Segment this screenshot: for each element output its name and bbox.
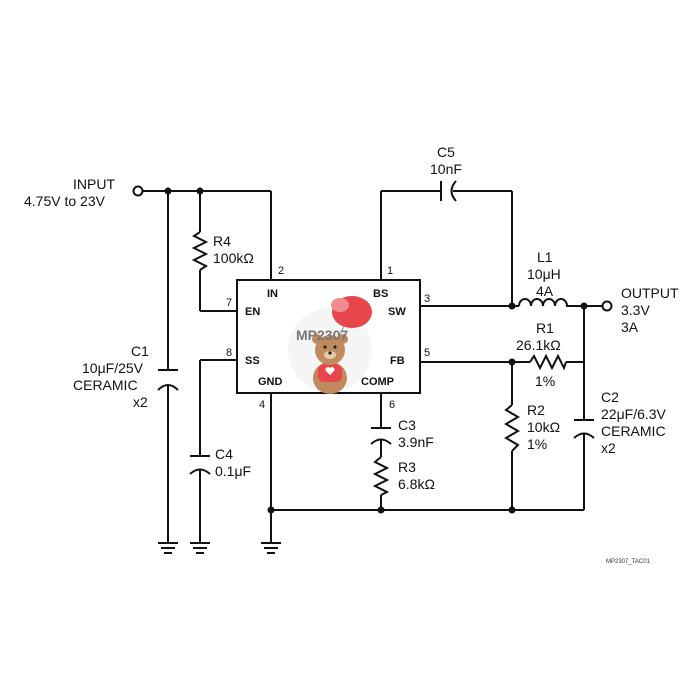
pin-name-gnd: GND <box>258 376 283 388</box>
pin-name-ss: SS <box>245 355 260 367</box>
c1-type: CERAMIC <box>73 377 138 393</box>
c1-name: C1 <box>131 343 149 359</box>
pin-name-comp: COMP <box>361 376 394 388</box>
ground-icon <box>190 542 210 554</box>
c5-capacitor-icon <box>440 180 457 202</box>
junctions <box>164 187 588 514</box>
ground-icon <box>158 542 178 554</box>
c1-value: 10μF/25V <box>82 360 144 376</box>
c2-value: 22μF/6.3V <box>601 406 667 422</box>
r1-name: R1 <box>536 320 554 336</box>
pin-num-fb: 5 <box>424 347 430 359</box>
c3-value: 3.9nF <box>398 434 434 450</box>
input-label: INPUT <box>73 176 115 192</box>
c3-capacitor-icon <box>370 427 392 445</box>
r4-value: 100kΩ <box>213 250 254 266</box>
c4-value: 0.1μF <box>215 463 251 479</box>
chip-name: MP2307 <box>296 327 348 343</box>
wires <box>142 190 603 543</box>
c5-value: 10nF <box>430 161 462 177</box>
pin-num-in: 2 <box>278 265 284 277</box>
output-label: OUTPUT <box>621 285 679 301</box>
pin-num-ss: 8 <box>226 347 232 359</box>
output-current: 3A <box>621 319 639 335</box>
pin-num-sw: 3 <box>424 293 430 305</box>
pin-num-bs: 1 <box>387 265 393 277</box>
pin-num-gnd: 4 <box>259 399 265 411</box>
r2-tol: 1% <box>527 436 547 452</box>
r3-name: R3 <box>398 459 416 475</box>
r3-value: 6.8kΩ <box>398 476 435 492</box>
pin-name-in: IN <box>267 288 278 300</box>
c1-qty: x2 <box>133 394 148 410</box>
pin-name-en: EN <box>245 306 260 318</box>
l1-rating: 4A <box>536 283 554 299</box>
c2-capacitor-icon <box>573 419 595 439</box>
output-terminal <box>601 300 613 312</box>
r3-resistor-icon <box>372 456 390 496</box>
pin-num-en: 7 <box>226 297 232 309</box>
r2-name: R2 <box>527 402 545 418</box>
r1-resistor-icon <box>529 353 567 371</box>
r4-resistor-icon <box>191 231 209 271</box>
c2-name: C2 <box>601 389 619 405</box>
input-terminal <box>132 185 144 197</box>
c3-name: C3 <box>398 417 416 433</box>
c1-capacitor-icon <box>157 369 179 391</box>
l1-inductor-icon <box>518 298 573 307</box>
c5-name: C5 <box>437 144 455 160</box>
bear-sticker-icon <box>288 296 372 394</box>
c4-capacitor-icon <box>189 455 211 475</box>
output-voltage: 3.3V <box>621 302 650 318</box>
c2-qty: x2 <box>601 440 616 456</box>
r1-value: 26.1kΩ <box>516 337 561 353</box>
pin-name-sw: SW <box>388 306 406 318</box>
ground-symbols <box>158 542 281 554</box>
pin-name-fb: FB <box>390 355 405 367</box>
r1-tol: 1% <box>535 373 555 389</box>
l1-value: 10μH <box>527 266 561 282</box>
ground-icon <box>261 542 281 554</box>
l1-name: L1 <box>537 249 553 265</box>
drawing-reference: MP2307_TAC01 <box>606 559 651 565</box>
c4-name: C4 <box>215 446 233 462</box>
r4-name: R4 <box>213 233 231 249</box>
r2-value: 10kΩ <box>527 419 560 435</box>
pin-num-comp: 6 <box>389 399 395 411</box>
r2-resistor-icon <box>504 404 520 452</box>
input-range: 4.75V to 23V <box>24 193 106 209</box>
pin-name-bs: BS <box>373 288 388 300</box>
c2-type: CERAMIC <box>601 423 666 439</box>
